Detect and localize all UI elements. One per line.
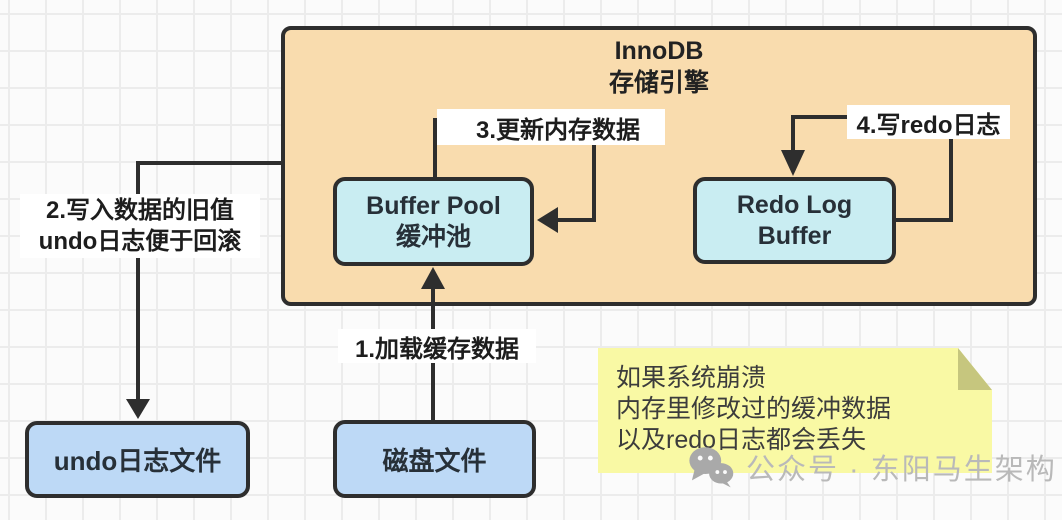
buffer-pool-label-en: Buffer Pool	[366, 191, 501, 220]
wechat-icon	[689, 447, 734, 488]
redo-log-buffer-node: Redo Log Buffer	[693, 177, 896, 264]
step1-arrowhead-up-icon	[421, 267, 445, 289]
step2-label-line2: undo日志便于回滚	[38, 228, 242, 255]
step2-connector-vertical	[136, 161, 140, 401]
undo-log-file-node: undo日志文件	[25, 421, 250, 498]
step2-label: 2.写入数据的旧值 undo日志便于回滚	[20, 194, 260, 258]
step2-arrowhead-down-icon	[126, 399, 150, 419]
step1-label: 1.加载缓存数据	[338, 329, 536, 363]
watermark: 公众号 · 东阳马生架构	[688, 446, 1057, 488]
disk-file-label: 磁盘文件	[382, 445, 487, 476]
step4-connector-up-from-redo	[949, 134, 953, 222]
step2-label-line1: 2.写入数据的旧值	[45, 197, 234, 224]
buffer-pool-label-cn: 缓冲池	[395, 222, 471, 251]
step4-connector-from-label	[791, 115, 851, 119]
step3-label: 3.更新内存数据	[437, 109, 665, 145]
innodb-title-line1: InnoDB	[614, 37, 704, 65]
note-line3: 以及redo日志都会丢失	[616, 426, 867, 454]
step3-connector-into-bufferpool	[556, 218, 596, 222]
step3-arrowhead-left-icon	[537, 207, 558, 233]
note-line2: 内存里修改过的缓冲数据	[616, 395, 892, 423]
innodb-title-line2: 存储引擎	[608, 69, 709, 97]
disk-file-node: 磁盘文件	[333, 420, 536, 498]
step4-arrowhead-down-icon	[781, 150, 805, 176]
redo-log-buffer-label-line2: Buffer	[757, 221, 832, 250]
step3-connector-down-from-label	[592, 140, 596, 222]
note-folded-corner	[958, 348, 992, 390]
step2-connector-horizontal	[136, 161, 283, 165]
innodb-title: InnoDB 存储引擎	[285, 35, 1033, 99]
step4-connector-down-to-redo	[791, 115, 795, 152]
note-line1: 如果系统崩溃	[616, 364, 767, 392]
redo-log-buffer-label-line1: Redo Log	[736, 190, 853, 219]
step3-connector-up-from-bufferpool	[433, 118, 437, 179]
undo-log-file-label: undo日志文件	[53, 446, 222, 476]
buffer-pool-node: Buffer Pool 缓冲池	[333, 177, 534, 266]
watermark-text: 公众号 · 东阳马生架构	[746, 454, 1057, 486]
step4-label: 4.写redo日志	[847, 105, 1010, 139]
step4-connector-from-redo-right	[893, 218, 953, 222]
crash-warning-note: 如果系统崩溃 内存里修改过的缓冲数据 以及redo日志都会丢失	[598, 348, 992, 473]
